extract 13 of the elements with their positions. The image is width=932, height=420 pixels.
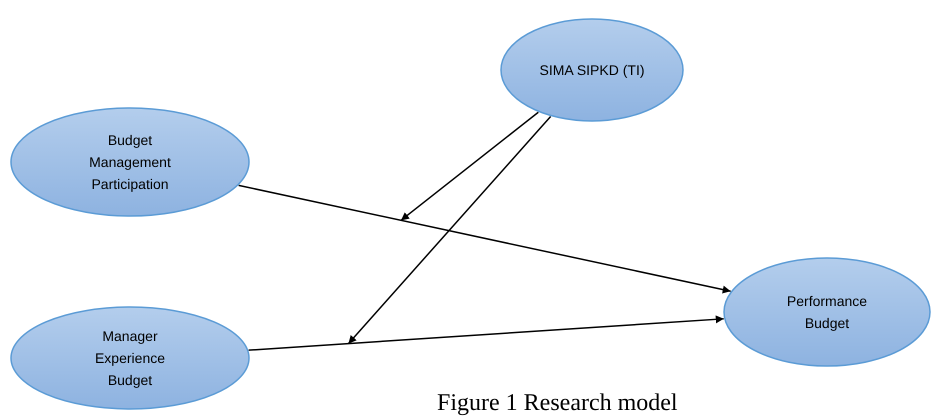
arrow xyxy=(238,184,731,294)
ellipse-node xyxy=(10,107,250,217)
ellipse-node xyxy=(723,257,931,367)
ellipse-node xyxy=(500,18,684,122)
arrow xyxy=(400,112,539,221)
arrow xyxy=(348,116,552,344)
node-label: SIMA SIPKD (TI) xyxy=(539,61,644,80)
figure-caption: Figure 1 Research model xyxy=(437,389,678,418)
arrow xyxy=(248,315,724,351)
node-label: Performance Budget xyxy=(786,292,868,333)
ellipse-node xyxy=(10,306,250,410)
node-label: Manager Experience Budget xyxy=(94,327,166,390)
node-label: Budget Management Participation xyxy=(88,131,172,194)
